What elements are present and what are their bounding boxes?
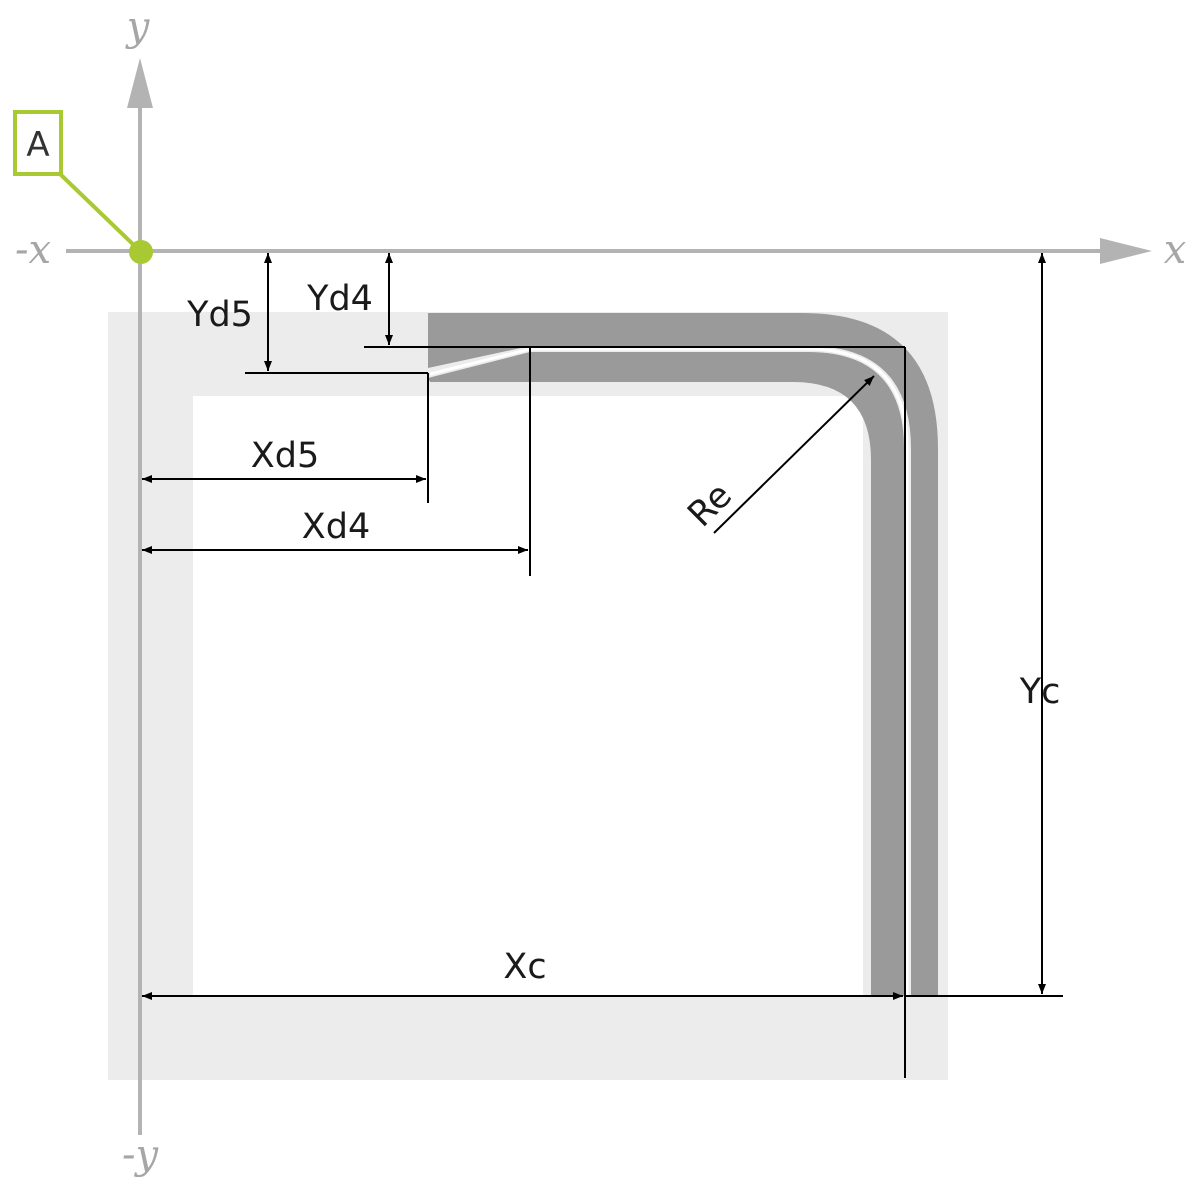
yd5-label: Yd5 (186, 295, 253, 335)
neg-y-axis-label: -y (122, 1132, 160, 1178)
origin-marker-label: A (26, 125, 49, 165)
y-axis-label: y (125, 4, 151, 50)
profile-outer-band (428, 313, 938, 996)
profile-centerline (429, 347, 909, 996)
origin-marker-box (13, 110, 63, 176)
neg-x-axis-label: -x (15, 227, 51, 273)
xc-label: Xc (503, 947, 546, 987)
yc-label: Yc (1019, 672, 1061, 712)
x-axis-arrow-icon (1100, 238, 1152, 264)
xd4-label: Xd4 (302, 507, 370, 547)
y-axis-arrow-icon (127, 58, 153, 108)
yd4-label: Yd4 (306, 279, 373, 319)
profile-inner-band (428, 352, 904, 996)
origin-point-icon (129, 240, 153, 264)
x-axis-label: x (1164, 227, 1187, 273)
re-dimension-line (713, 375, 875, 534)
origin-leader-line (56, 170, 142, 253)
xd5-label: Xd5 (251, 436, 319, 476)
re-label: Re (680, 475, 740, 535)
